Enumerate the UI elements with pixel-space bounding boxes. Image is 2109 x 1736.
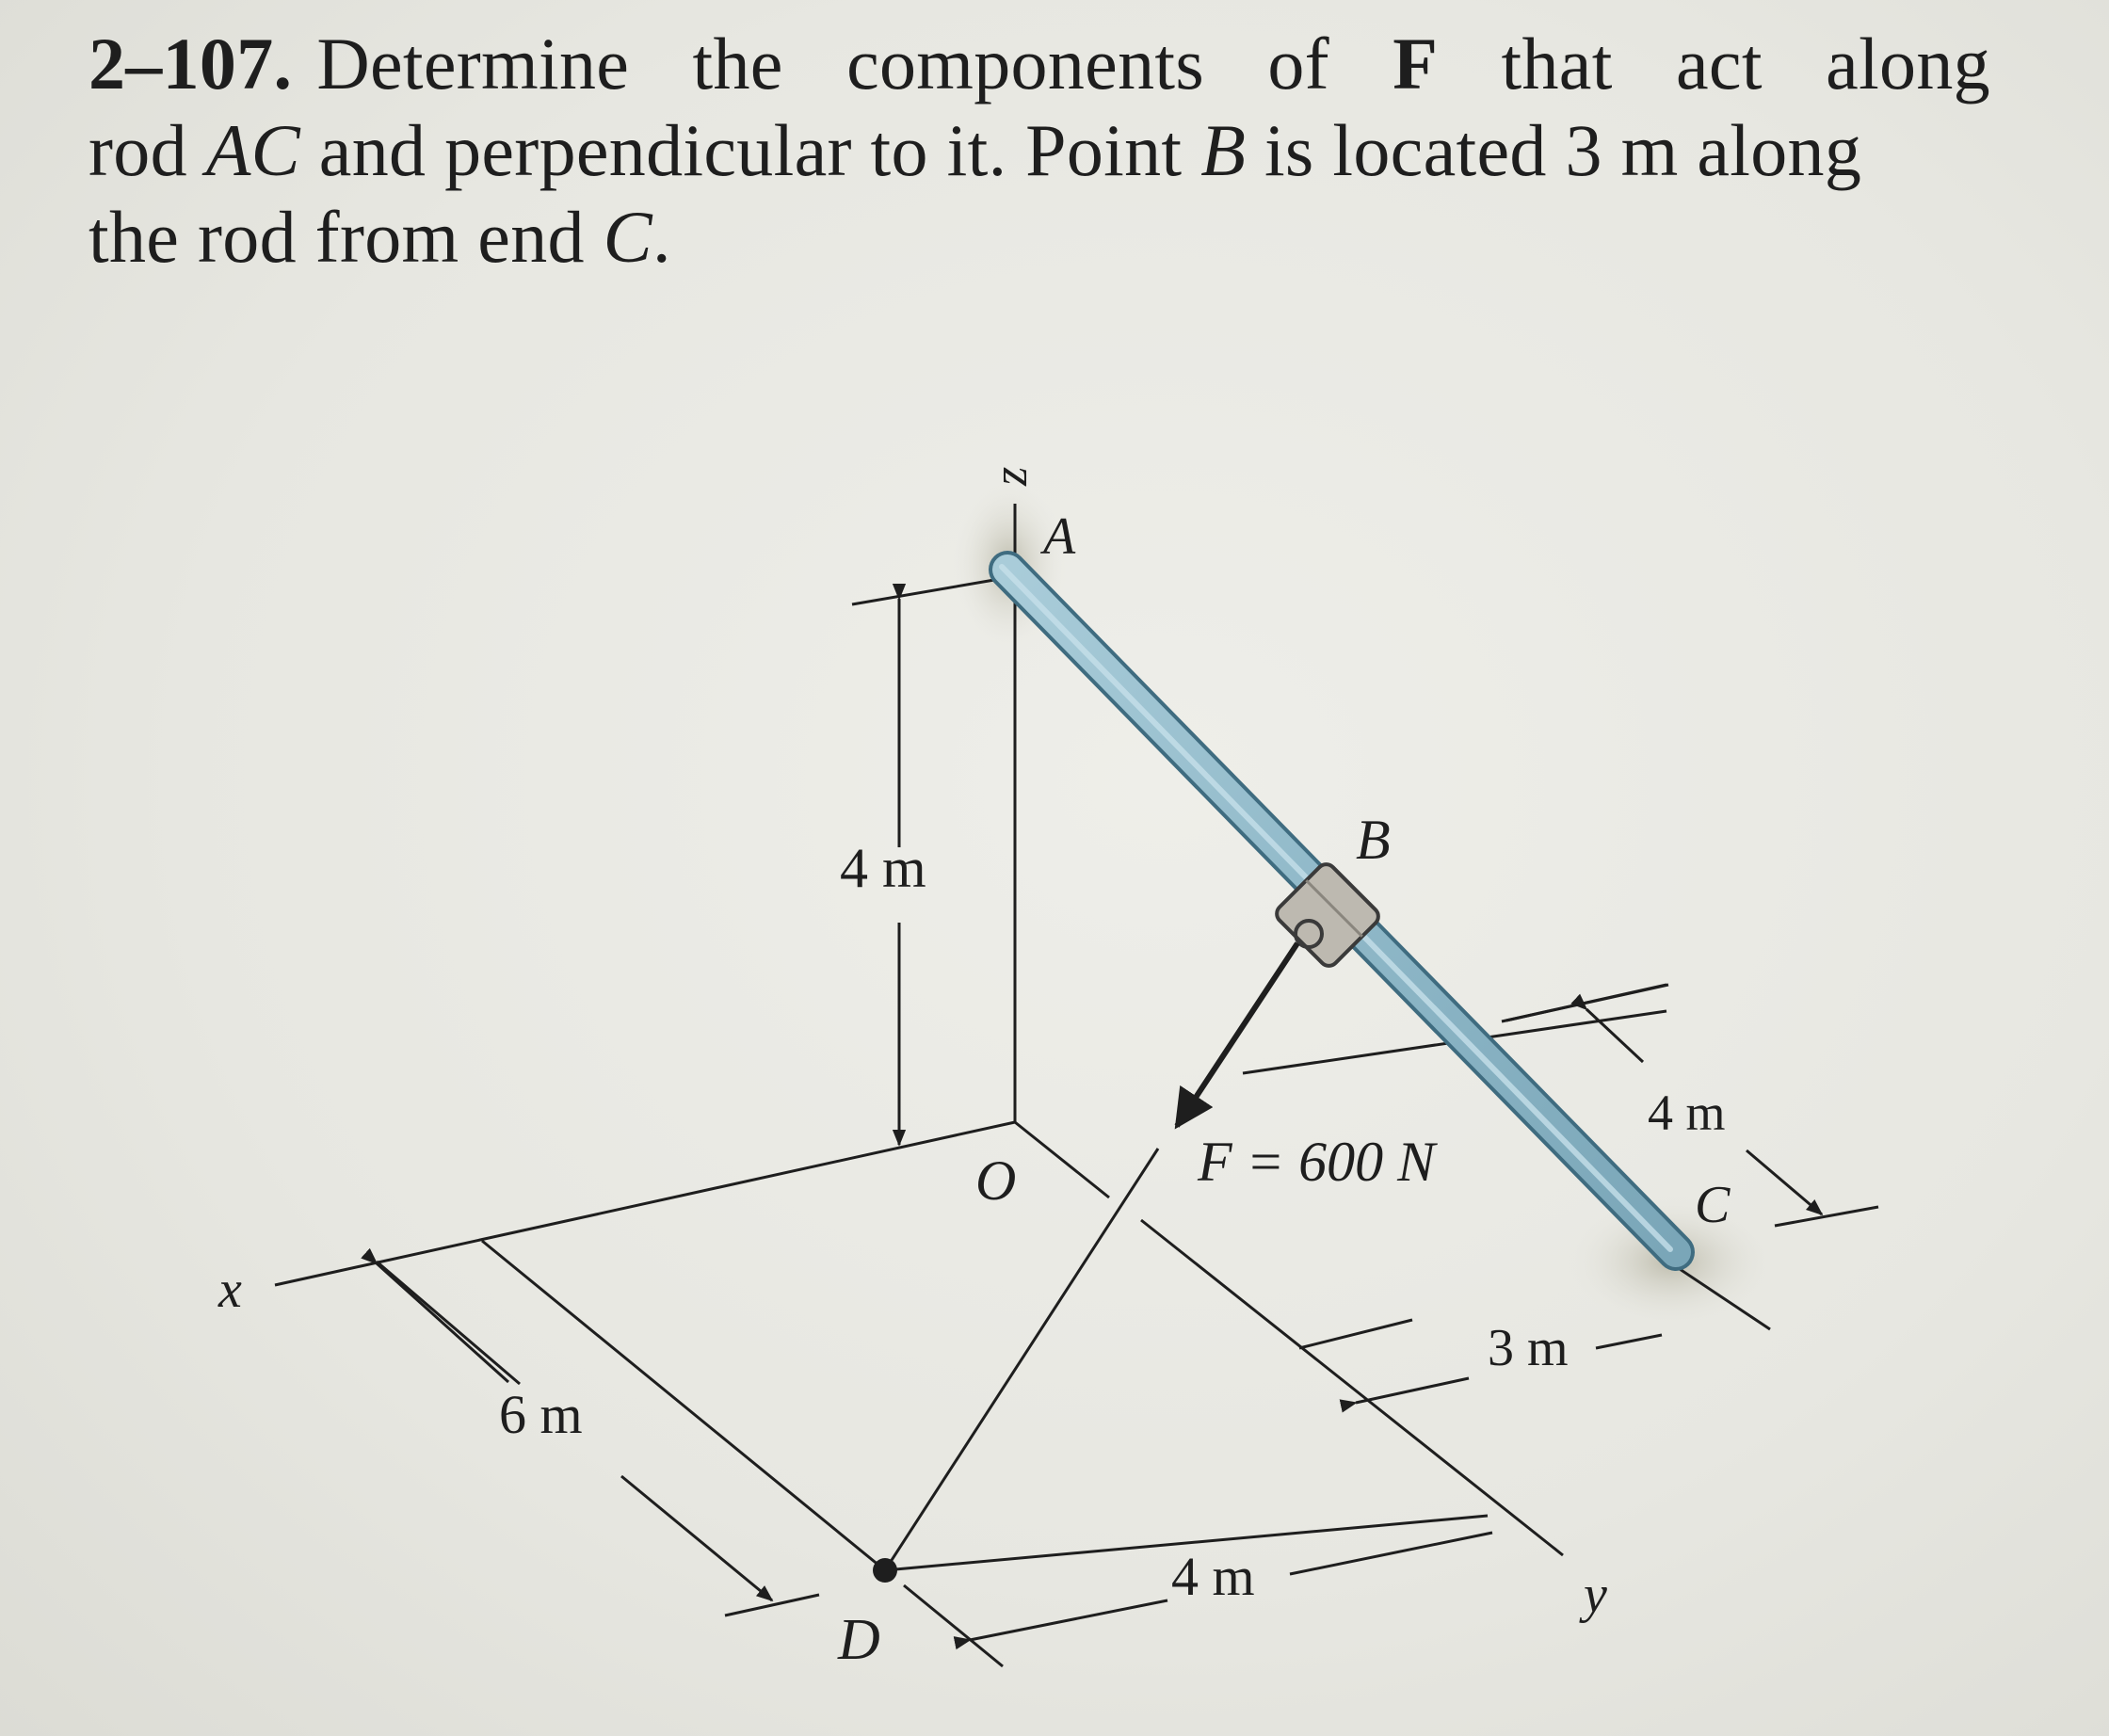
dim-y-line-left bbox=[1339, 1376, 1470, 1413]
dim-x-line-2 bbox=[620, 1474, 774, 1602]
force-label: F = 600 N bbox=[1197, 1131, 1438, 1193]
problem-line-2: rod AC and perpendicular to it. Point B … bbox=[89, 107, 2009, 194]
point-b-label: B bbox=[1356, 809, 1391, 871]
rod-ac-symbol: AC bbox=[205, 109, 300, 191]
force-symbol: F bbox=[1393, 23, 1439, 104]
word: of bbox=[1267, 23, 1329, 104]
force-line-db bbox=[883, 1148, 1160, 1571]
point-c-label: C bbox=[1695, 1176, 1731, 1234]
point-d-dot bbox=[873, 1558, 897, 1583]
origin-label: O bbox=[975, 1149, 1016, 1212]
word: Determine bbox=[316, 23, 630, 104]
dim-y-line-right bbox=[1595, 1333, 1663, 1350]
geometry-lines bbox=[274, 504, 1879, 1668]
text-run: and perpendicular to it. Point bbox=[299, 109, 1201, 191]
dim-c-line-bottom bbox=[1746, 1149, 1824, 1216]
force-arrow bbox=[1174, 941, 1300, 1130]
dim-x-ext-bottom bbox=[724, 1593, 820, 1617]
point-d-label: D bbox=[837, 1608, 880, 1672]
dim-x-ext-1 bbox=[376, 1260, 521, 1386]
dim-bottom-ext bbox=[903, 1583, 1004, 1668]
x-axis-label: x bbox=[217, 1261, 242, 1319]
dim-c-ext-bottom bbox=[1774, 1205, 1879, 1228]
collar-b bbox=[1275, 862, 1380, 968]
dim-x-label: 6 m bbox=[499, 1384, 583, 1445]
ground-line-od bbox=[481, 1239, 886, 1572]
problem-line-3: the rod from end C. bbox=[89, 194, 2009, 281]
dim-x-line-1 bbox=[361, 1247, 510, 1384]
y-axis-line-2 bbox=[1140, 1218, 1564, 1557]
point-b-symbol: B bbox=[1200, 109, 1247, 191]
dim-y-label: 3 m bbox=[1488, 1319, 1569, 1377]
problem-line-1: 2–107. Determine the components of F that… bbox=[89, 21, 1990, 107]
ground-line-c bbox=[1667, 1260, 1771, 1331]
z-axis-label: z bbox=[984, 467, 1038, 487]
dim-y-ext-1 bbox=[1298, 1318, 1413, 1350]
word: along bbox=[1826, 23, 1990, 104]
text-run: the rod from end bbox=[89, 196, 604, 278]
ground-line-d-right bbox=[884, 1514, 1489, 1572]
x-axis-line bbox=[274, 1120, 1016, 1287]
word: components bbox=[846, 23, 1204, 104]
text-run: . bbox=[652, 196, 671, 278]
dim-bottom-line-right bbox=[1289, 1531, 1493, 1576]
y-axis-line bbox=[1014, 1120, 1110, 1199]
dim-c-line-top bbox=[1570, 993, 1645, 1064]
word: the bbox=[692, 23, 783, 104]
point-c-symbol: C bbox=[603, 196, 652, 278]
dim-bottom-line-left bbox=[953, 1599, 1168, 1650]
word: act bbox=[1676, 23, 1763, 104]
text-run: is located 3 m along bbox=[1246, 109, 1862, 191]
word: that bbox=[1501, 23, 1613, 104]
collar-eye bbox=[1294, 919, 1324, 949]
dim-c-label: 4 m bbox=[1648, 1085, 1726, 1141]
text-run: rod bbox=[89, 109, 206, 191]
dim-bottom-label: 4 m bbox=[1171, 1546, 1255, 1607]
dim-height-label: 4 m bbox=[840, 837, 926, 899]
problem-number: 2–107. bbox=[89, 23, 293, 104]
problem-statement: 2–107. Determine the components of F that… bbox=[89, 21, 2009, 281]
y-axis-label: y bbox=[1579, 1566, 1607, 1624]
point-a-label: A bbox=[1039, 507, 1076, 566]
dim-height-ext-top bbox=[851, 578, 995, 606]
